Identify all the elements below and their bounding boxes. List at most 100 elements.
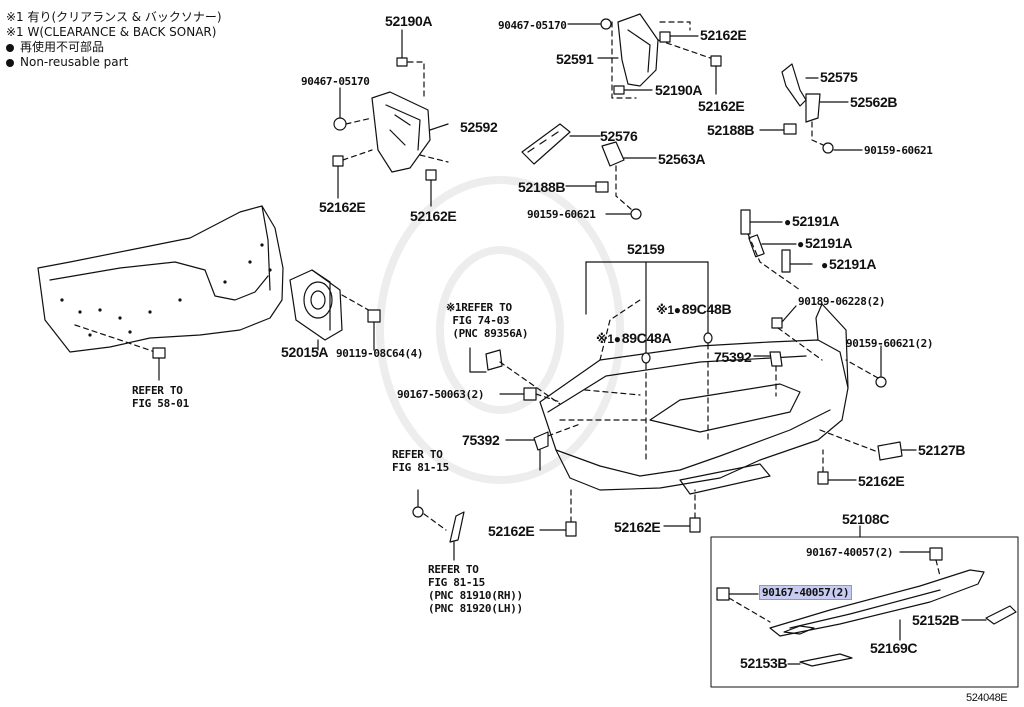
part-label[interactable]: 52169C xyxy=(870,640,918,656)
clip-90119 xyxy=(367,309,381,351)
screw-90159-l xyxy=(605,208,642,220)
sensor-leader-lines xyxy=(585,261,713,461)
legend: ※1 有り(クリアランス & バックソナー) ※1 W(CLEARANCE & … xyxy=(6,10,222,70)
legend-note-en: ※1 W(CLEARANCE & BACK SONAR) xyxy=(6,25,217,39)
clip-90167-40057-b xyxy=(716,587,771,623)
legend-nonreusable-jp: 再使用不可部品 xyxy=(20,40,105,54)
clip-52188B-r xyxy=(759,123,797,135)
part-label[interactable]: 52152B xyxy=(912,612,960,628)
part-label[interactable]: 52162E xyxy=(614,519,661,535)
note-mark: ※1 xyxy=(596,332,614,346)
bracket-52592 xyxy=(371,91,449,173)
part-label[interactable]: 75392 xyxy=(714,349,752,365)
part-label[interactable]: 52162E xyxy=(698,98,745,114)
refer-to-fig58[interactable]: REFER TO FIG 58-01 xyxy=(132,384,189,410)
part-label[interactable]: 75392 xyxy=(462,432,500,448)
clip-52162E-a xyxy=(332,149,373,199)
part-label[interactable]: 52153B xyxy=(740,655,788,671)
part-label[interactable]: 52108C xyxy=(842,511,890,527)
part-label-89C48A-row[interactable]: ※189C48A xyxy=(596,330,672,346)
clip-52162E-c xyxy=(659,31,699,43)
bracket-52562B xyxy=(805,93,849,149)
refer-to-fig74[interactable]: ※1REFER TO FIG 74-03 (PNC 89356A) xyxy=(446,301,529,340)
clip-52190A-mid xyxy=(613,85,653,95)
part-label-highlighted[interactable]: 90167-40057(2) xyxy=(758,585,853,600)
clip-52162E-b xyxy=(425,169,437,207)
part-label[interactable]: 52575 xyxy=(820,69,858,85)
part-label[interactable]: 52576 xyxy=(600,128,638,144)
clip-52162E-e xyxy=(817,449,857,485)
clip-90167-40057-a xyxy=(899,547,943,577)
bracket-52575 xyxy=(781,63,819,107)
screw-90189 xyxy=(771,305,823,361)
clip-52188B-l xyxy=(565,181,609,193)
part-label[interactable]: 52162E xyxy=(700,27,747,43)
part-label[interactable]: 52591 xyxy=(556,51,594,67)
clip-90467-top xyxy=(567,18,612,30)
screw-90159-r xyxy=(822,142,863,154)
rear-body-panel xyxy=(37,205,284,353)
clip-90467-left xyxy=(333,87,373,131)
part-label[interactable]: 90467-05170 xyxy=(498,19,567,32)
part-label[interactable]: 52563A xyxy=(658,151,706,167)
legend-nonreusable-jp-row: 再使用不可部品 xyxy=(6,40,222,55)
part-label[interactable]: 90167-40057(2) xyxy=(806,546,894,559)
part-label-nonreusable[interactable]: 52191A xyxy=(797,236,853,250)
part-label[interactable]: 52159 xyxy=(627,241,665,257)
screw-90159-2 xyxy=(845,345,887,388)
nonreusable-dot-icon xyxy=(6,43,14,52)
part-label[interactable]: 52127B xyxy=(918,442,966,458)
part-label[interactable]: 52162E xyxy=(858,473,905,489)
reflector-52153B xyxy=(787,653,853,667)
clip-52190A-top xyxy=(396,29,425,101)
pads-52191A xyxy=(740,209,813,291)
inset-frame xyxy=(710,525,1019,688)
reflector-52152B xyxy=(961,605,1017,625)
part-label[interactable]: 90467-05170 xyxy=(301,75,370,88)
part-label[interactable]: 52188B xyxy=(707,122,755,138)
part-label[interactable]: 52162E xyxy=(410,208,457,224)
refer-to-fig81-b[interactable]: REFER TO FIG 81-15 (PNC 81910(RH)) (PNC … xyxy=(428,563,523,615)
part-label[interactable]: 52015A xyxy=(281,344,329,360)
part-label[interactable]: 52190A xyxy=(655,82,703,98)
part-label[interactable]: 90167-50063(2) xyxy=(397,388,485,401)
part-label[interactable]: 90159-60621 xyxy=(527,208,596,221)
bumper-cover xyxy=(539,299,849,495)
part-label[interactable]: 52188B xyxy=(518,179,566,195)
bracket-52576 xyxy=(521,123,601,165)
part-label[interactable]: 90159-60621(2) xyxy=(846,337,934,350)
part-label[interactable]: 52162E xyxy=(488,523,535,539)
part-label: 89C48A xyxy=(614,330,672,346)
part-label[interactable]: 52190A xyxy=(385,13,433,29)
bracket-75392-l xyxy=(505,423,581,471)
part-label[interactable]: 90119-08C64(4) xyxy=(336,347,424,360)
watermark-emblem xyxy=(376,176,624,484)
legend-nonreusable-en: Non-reusable part xyxy=(20,55,129,69)
ref-fig81-parts xyxy=(412,489,465,561)
panel-bolt xyxy=(152,347,166,381)
bracket-75392-r xyxy=(753,351,783,397)
spoiler-52169C xyxy=(769,569,985,641)
refer-to-fig81-a[interactable]: REFER TO FIG 81-15 xyxy=(392,448,449,474)
legend-nonreusable-en-row: Non-reusable part xyxy=(6,55,222,70)
cover-52127B xyxy=(819,429,917,461)
part-label-nonreusable[interactable]: 52191A xyxy=(821,257,877,271)
part-label[interactable]: 52562B xyxy=(850,94,898,110)
nonreusable-dot-icon xyxy=(6,58,14,67)
part-label[interactable]: 90159-60621 xyxy=(864,144,933,157)
part-label-89C48B-row[interactable]: ※189C48B xyxy=(656,301,732,317)
clip-52162E-f xyxy=(539,489,577,537)
note-mark: ※1 xyxy=(656,303,674,317)
part-label: 89C48B xyxy=(674,301,732,317)
part-label[interactable]: 52592 xyxy=(460,119,498,135)
part-label[interactable]: 52162E xyxy=(319,199,366,215)
ref-fig74-part xyxy=(469,347,561,405)
legend-note-jp: ※1 有り(クリアランス & バックソナー) xyxy=(6,10,222,24)
part-label-nonreusable[interactable]: 52191A xyxy=(784,214,840,228)
clip-52162E-d xyxy=(710,55,722,95)
retainer-52015A xyxy=(289,269,373,351)
bracket-52563A xyxy=(601,141,657,211)
part-label[interactable]: 90189-06228(2) xyxy=(798,295,886,308)
bracket-52591 xyxy=(597,13,717,99)
